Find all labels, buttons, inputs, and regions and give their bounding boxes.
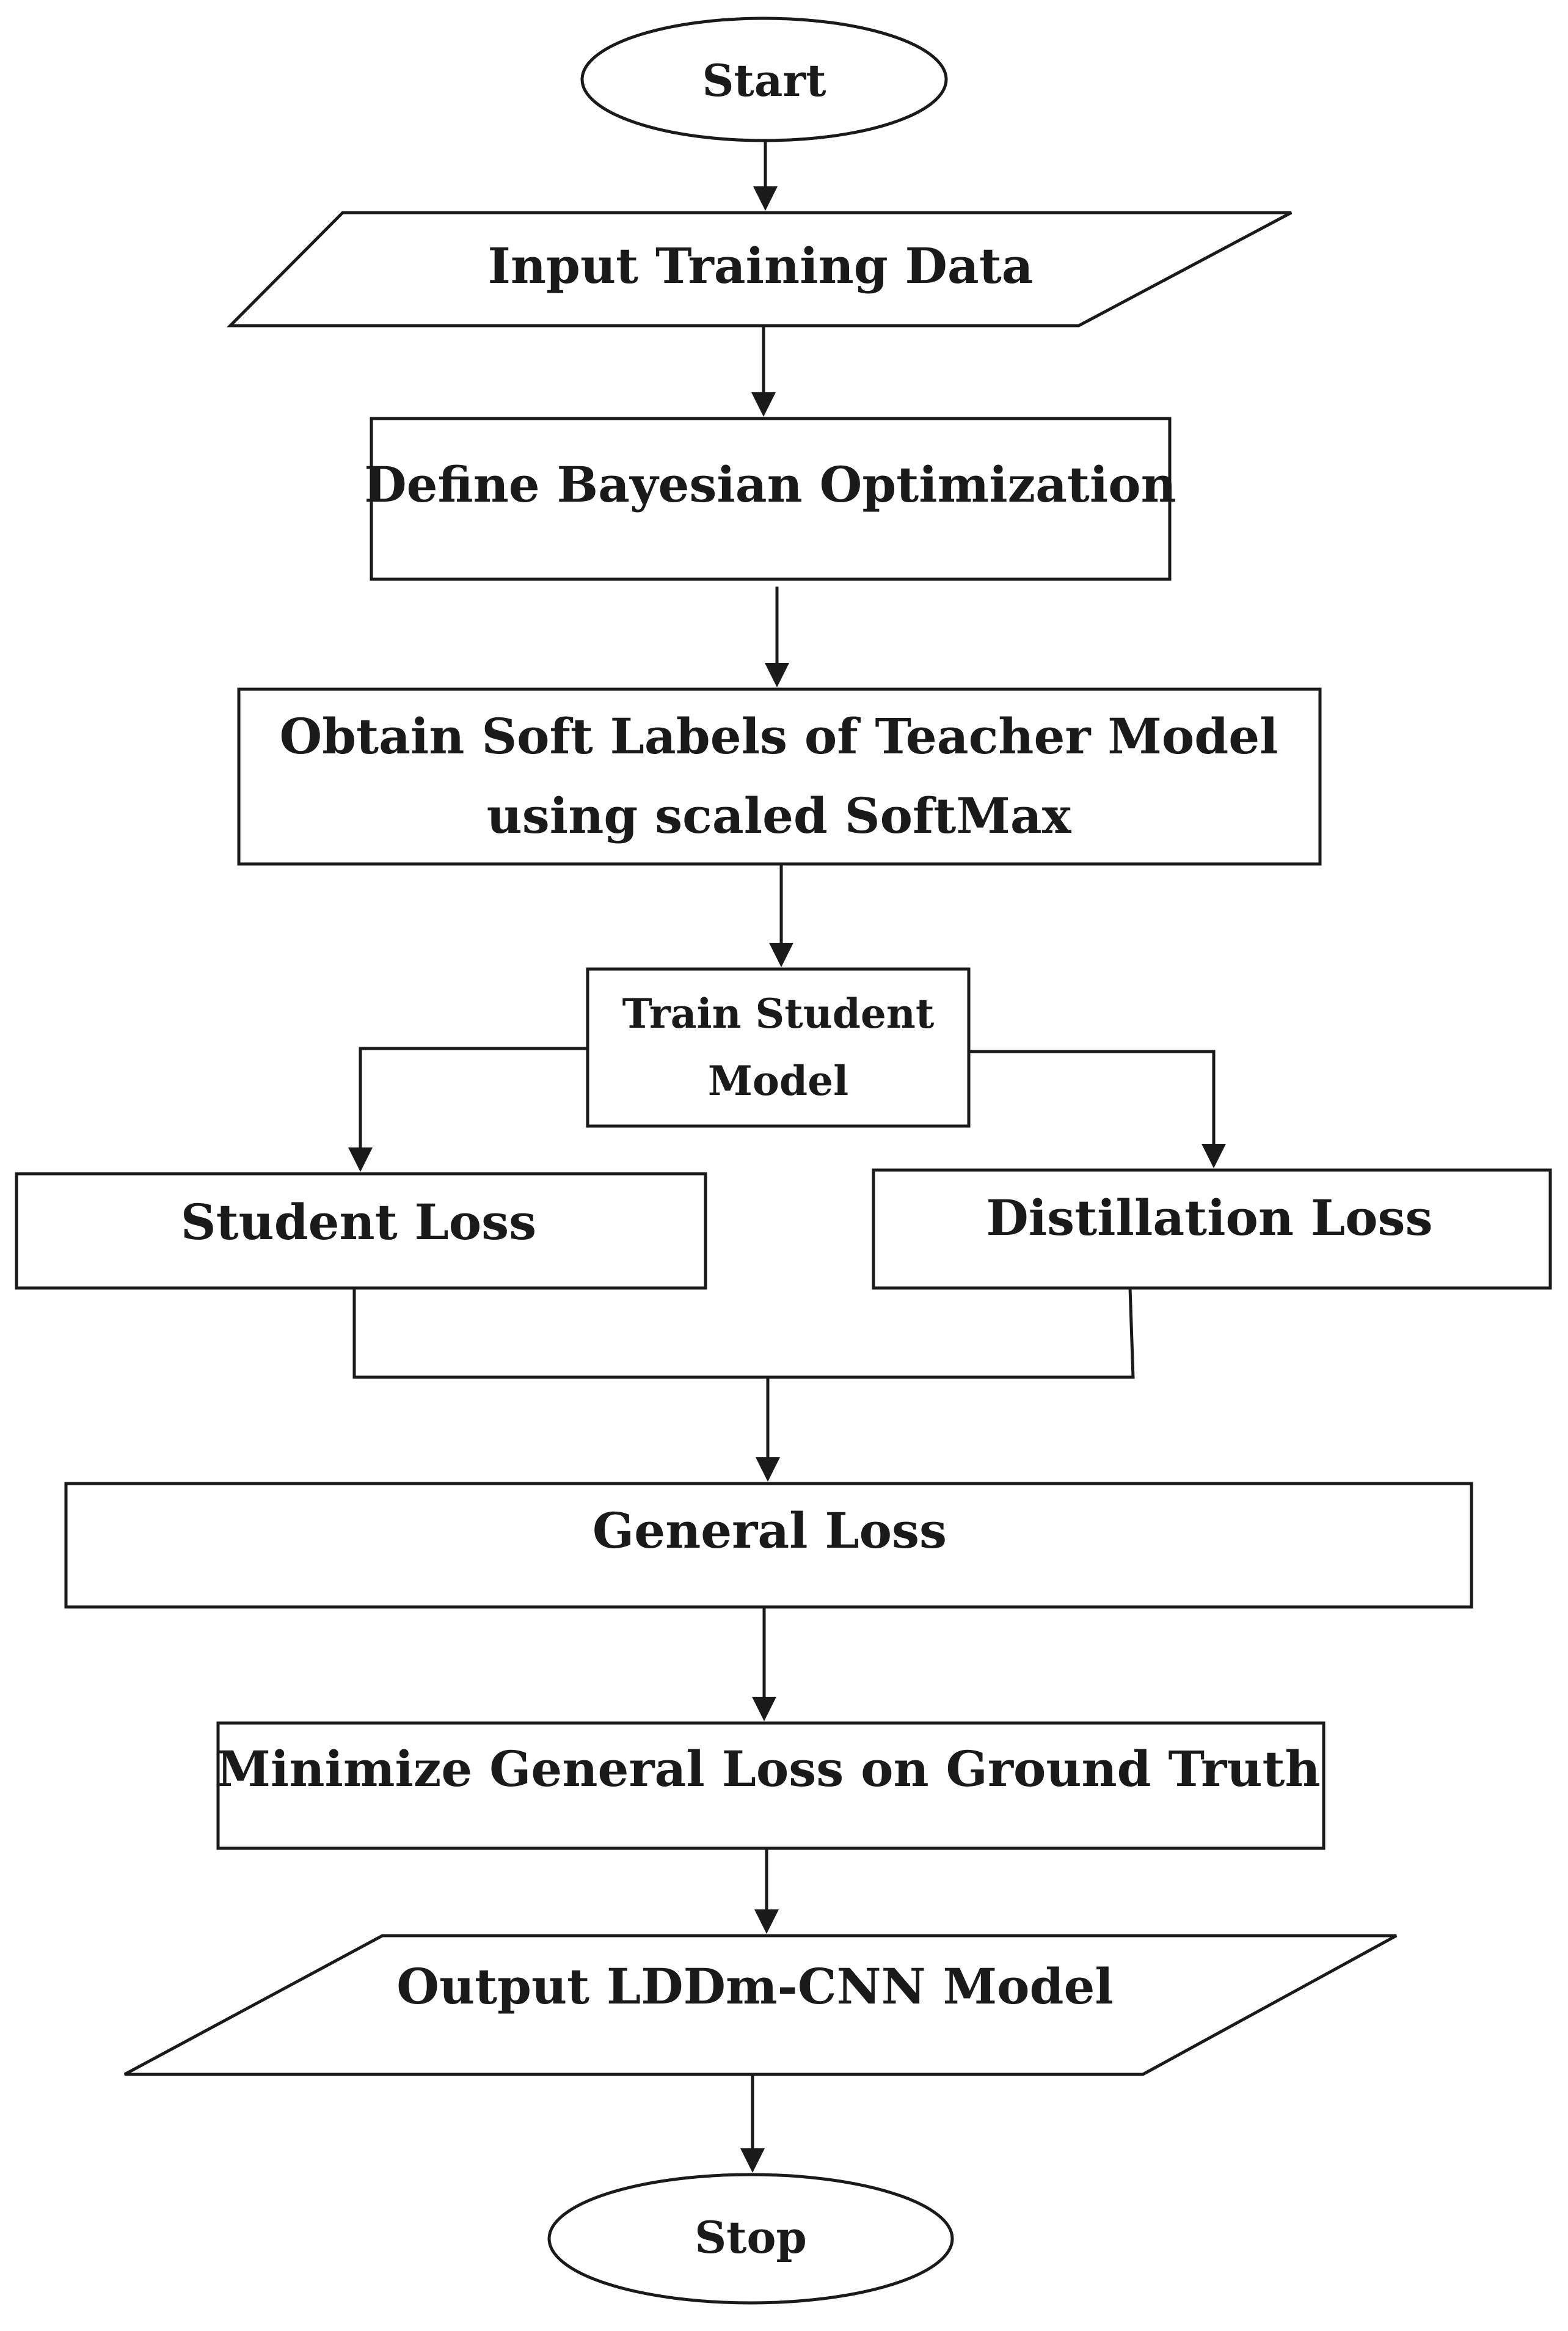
define-node: Define Bayesian Optimization <box>364 417 1176 581</box>
student-loss-label: Student Loss <box>181 1193 536 1251</box>
input-parallelogram <box>226 211 1293 328</box>
general-loss-label: General Loss <box>593 1502 947 1559</box>
merge-line-losses <box>352 1287 1135 1379</box>
train-node: Train Student Model <box>586 967 971 1128</box>
arrow-train-to-student-loss <box>348 1047 588 1172</box>
distillation-loss-node: Distillation Loss <box>872 1168 1552 1290</box>
distillation-loss-label: Distillation Loss <box>986 1189 1432 1246</box>
obtain-node: Obtain Soft Labels of Teacher Model usin… <box>237 687 1322 866</box>
arrow-train-to-distillation-loss <box>969 1050 1226 1168</box>
student-loss-node: Student Loss <box>15 1172 707 1290</box>
output-parallelogram <box>123 1934 1398 2076</box>
obtain-label-line1: Obtain Soft Labels of Teacher Model <box>280 708 1278 765</box>
distillation-loss-box <box>872 1168 1552 1290</box>
train-label-line1: Train Student <box>622 990 935 1037</box>
general-loss-node: General Loss <box>64 1482 1473 1609</box>
define-box <box>370 417 1172 581</box>
input-node: Input Training Data <box>226 211 1293 328</box>
define-label: Define Bayesian Optimization <box>364 456 1176 513</box>
stop-node: Stop <box>547 2173 954 2305</box>
general-loss-box <box>64 1482 1473 1609</box>
train-label-line2: Model <box>708 1057 848 1105</box>
input-label: Input Training Data <box>487 237 1033 295</box>
output-node: Output LDDm-CNN Model <box>123 1934 1398 2076</box>
obtain-box <box>237 687 1322 866</box>
minimize-box <box>216 1721 1326 1850</box>
output-label: Output LDDm-CNN Model <box>396 1958 1113 2015</box>
start-node: Start <box>580 16 948 142</box>
start-label: Start <box>702 54 826 106</box>
minimize-node: Minimize General Loss on Ground Truth <box>216 1721 1326 1850</box>
obtain-label-line2: using scaled SoftMax <box>487 787 1072 844</box>
stop-label: Stop <box>695 2211 807 2263</box>
stop-ellipse <box>547 2173 954 2305</box>
student-loss-box <box>15 1172 707 1290</box>
minimize-label: Minimize General Loss on Ground Truth <box>216 1740 1320 1798</box>
